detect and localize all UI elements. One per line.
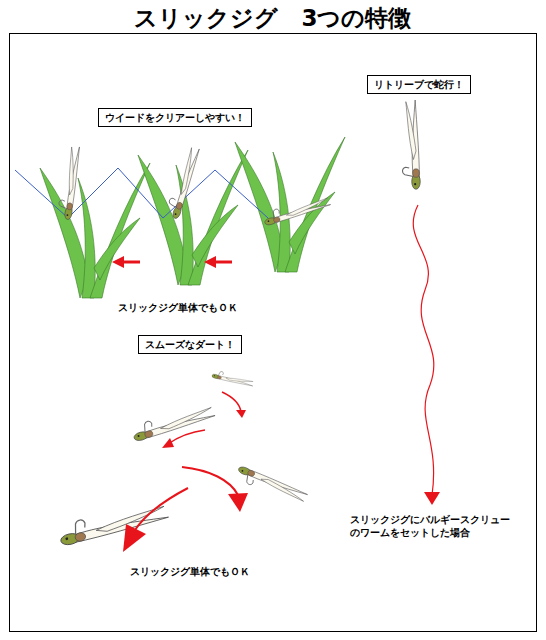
feature-box: リトリーブで蛇行！: [367, 75, 471, 94]
note: スリックジグにバルギースクリュー のワームをセットした場合: [350, 514, 510, 540]
feature-heading: ウイードをクリアーしやすい！: [105, 112, 245, 123]
feature-heading: スムーズなダート！: [145, 339, 235, 350]
feature-box: ウイードをクリアーしやすい！: [98, 108, 252, 127]
feature-heading: リトリーブで蛇行！: [374, 79, 464, 90]
note: スリックジグ単体でもＯＫ: [130, 565, 250, 579]
feature-box: スムーズなダート！: [138, 335, 242, 354]
note: スリックジグ単体でもＯＫ: [118, 301, 238, 315]
title: スリックジグ 3つの特徴: [134, 3, 411, 34]
